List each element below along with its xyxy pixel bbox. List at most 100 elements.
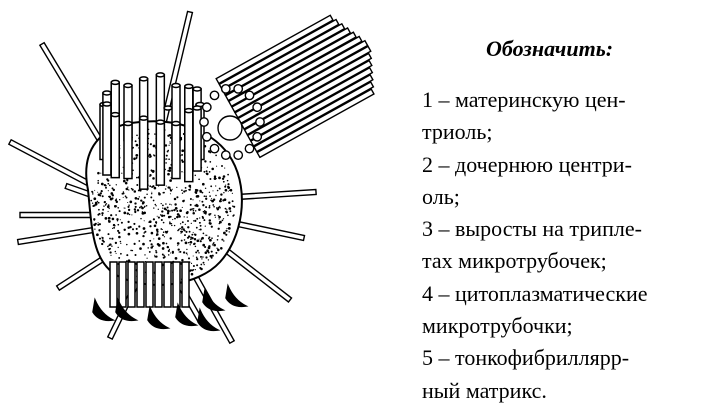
matrix-speckle (227, 190, 229, 192)
mother-triplet-tube (123, 120, 133, 180)
matrix-speckle (174, 257, 178, 260)
matrix-speckle (124, 195, 127, 197)
matrix-speckle (187, 226, 190, 229)
matrix-speckle (118, 231, 121, 234)
matrix-speckle (153, 154, 155, 156)
matrix-speckle (181, 226, 184, 229)
matrix-speckle (216, 189, 219, 192)
matrix-speckle (136, 134, 138, 137)
matrix-speckle (154, 133, 156, 135)
matrix-speckle (232, 205, 234, 207)
matrix-speckle (169, 203, 171, 206)
matrix-speckle (213, 205, 215, 208)
matrix-speckle (181, 149, 185, 153)
matrix-speckle (165, 242, 168, 245)
matrix-speckle (165, 162, 167, 164)
matrix-speckle (200, 267, 203, 271)
matrix-speckle (204, 187, 207, 190)
daughter-tube-end (220, 84, 231, 94)
matrix-speckle (202, 232, 205, 235)
matrix-speckle (183, 199, 185, 202)
matrix-speckle (195, 226, 198, 229)
matrix-speckle (144, 230, 147, 233)
matrix-speckle (199, 224, 202, 227)
daughter-triplet-tube (227, 31, 357, 108)
matrix-speckle (171, 224, 173, 227)
daughter-triplet-tube (243, 59, 373, 136)
daughter-tube-end (201, 102, 212, 113)
matrix-speckle (227, 186, 231, 189)
matrix-speckle (151, 191, 153, 193)
matrix-speckle (115, 184, 117, 186)
matrix-speckle (177, 248, 180, 251)
matrix-speckle (133, 190, 137, 193)
matrix-speckle (118, 235, 121, 239)
matrix-speckle (193, 237, 197, 241)
matrix-speckle (126, 212, 129, 215)
matrix-speckle (183, 239, 186, 241)
matrix-speckle (181, 192, 184, 194)
matrix-speckle (161, 253, 164, 256)
matrix-speckle (192, 199, 194, 201)
matrix-speckle (192, 231, 194, 233)
matrix-speckle (224, 167, 226, 169)
matrix-speckle (165, 208, 168, 211)
matrix-speckle (107, 216, 111, 220)
matrix-speckle (97, 191, 99, 193)
matrix-speckle (145, 204, 148, 207)
matrix-speckle (185, 230, 188, 233)
matrix-speckle (164, 188, 167, 190)
matrix-speckle (152, 245, 154, 248)
matrix-speckle (210, 223, 212, 225)
matrix-speckle (168, 169, 172, 172)
matrix-speckle (227, 173, 229, 176)
matrix-speckle (228, 207, 232, 210)
matrix-speckle (149, 174, 152, 177)
matrix-speckle (196, 239, 200, 243)
daughter-triplet-tube (234, 39, 369, 119)
matrix-speckle (149, 155, 152, 158)
daughter-lumen (217, 115, 243, 141)
matrix-speckle (154, 203, 157, 206)
matrix-speckle (211, 198, 213, 200)
matrix-speckle (190, 272, 194, 276)
matrix-speckle (191, 237, 194, 240)
matrix-speckle (209, 254, 213, 258)
matrix-speckle (221, 177, 225, 180)
matrix-speckle (168, 166, 172, 170)
matrix-speckle (185, 252, 188, 255)
matrix-speckle (136, 209, 140, 212)
matrix-speckle (114, 250, 117, 253)
daughter-triplet-tube (230, 35, 363, 113)
matrix-speckle (97, 201, 100, 204)
matrix-speckle (184, 186, 187, 189)
matrix-speckle (173, 224, 176, 227)
matrix-speckle (150, 192, 153, 195)
matrix-speckle (212, 190, 214, 192)
matrix-speckle (161, 247, 165, 250)
matrix-speckle (211, 244, 214, 246)
matrix-speckle (118, 210, 121, 213)
matrix-speckle (216, 165, 218, 167)
matrix-speckle (189, 203, 192, 206)
dark-hook (175, 302, 199, 327)
matrix-speckle (203, 263, 205, 266)
matrix-speckle (199, 228, 202, 231)
lower-triplet-tube (172, 261, 181, 308)
matrix-speckle (187, 241, 190, 244)
matrix-speckle (179, 250, 182, 253)
matrix-speckle (169, 179, 172, 182)
matrix-speckle (232, 215, 235, 217)
matrix-speckle (181, 206, 183, 208)
matrix-speckle (196, 194, 200, 198)
matrix-speckle (94, 222, 97, 225)
matrix-speckle (102, 208, 105, 211)
matrix-speckle (108, 207, 110, 210)
matrix-speckle (141, 211, 144, 213)
matrix-speckle (93, 197, 97, 201)
matrix-speckle (165, 185, 167, 187)
matrix-speckle (186, 210, 189, 214)
matrix-speckle (184, 241, 188, 245)
matrix-speckle (204, 225, 206, 227)
matrix-speckle (127, 208, 131, 212)
